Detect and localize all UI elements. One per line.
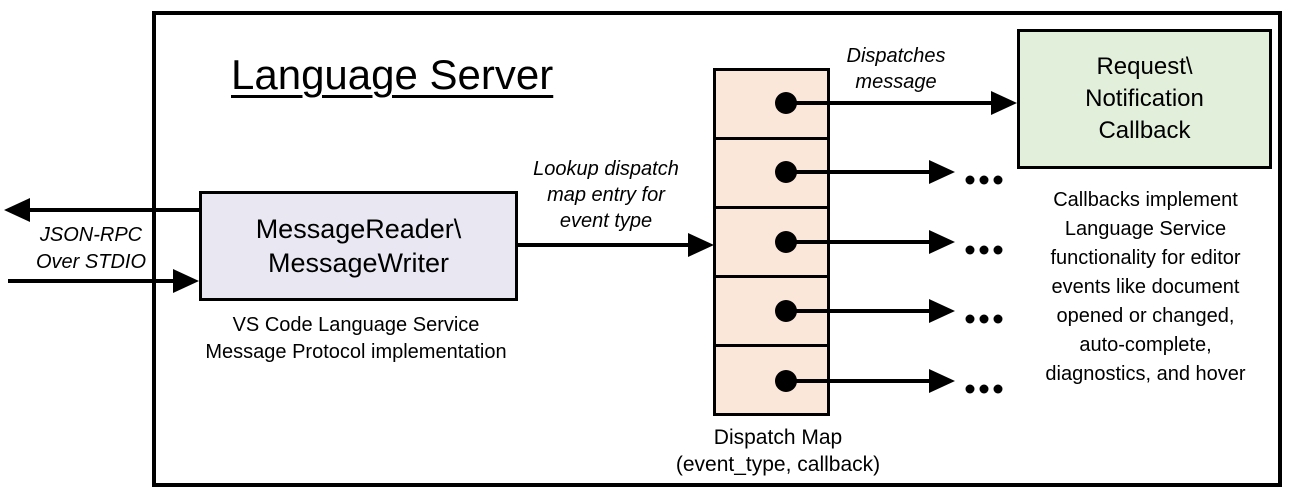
dispatches-message-label: Dispatches message (818, 43, 974, 95)
callback-box-line: Notification (1085, 85, 1204, 112)
note-line: Callbacks implement (1053, 189, 1238, 211)
dispatch-map-cell (716, 137, 827, 206)
dispatch-map-cell (716, 71, 827, 137)
dispatch-map-cell (716, 206, 827, 275)
note-line: opened or changed, (1056, 305, 1235, 327)
caption-line: Message Protocol implementation (205, 341, 507, 363)
message-reader-line: MessageReader\ (255, 214, 462, 244)
request-notification-callback-box: Request\ Notification Callback (1017, 29, 1272, 169)
label-line: event type (559, 210, 653, 232)
note-line: auto-complete, (1079, 334, 1212, 356)
arrow-stdio-out-head-icon (4, 198, 30, 222)
callback-box-line: Request\ (1096, 53, 1193, 80)
message-reader-caption: VS Code Language Service Message Protoco… (166, 312, 546, 366)
callback-box-line: Callback (1098, 117, 1191, 144)
label-line: Over STDIO (35, 251, 146, 273)
caption-line: VS Code Language Service (232, 314, 480, 336)
jsonrpc-stdio-label: JSON-RPC Over STDIO (15, 222, 167, 276)
label-line: Dispatches (846, 45, 946, 67)
caption-line: Dispatch Map (713, 426, 843, 449)
diagram-title: Language Server (231, 51, 554, 98)
dispatch-map-cell (716, 275, 827, 344)
callbacks-note: Callbacks implement Language Service fun… (1018, 186, 1273, 389)
language-server-boundary (152, 11, 1282, 487)
caption-line: (event_type, callback) (675, 453, 881, 476)
label-line: Lookup dispatch (533, 158, 679, 180)
label-line: JSON-RPC (39, 224, 143, 246)
note-line: functionality for editor (1050, 247, 1241, 269)
note-line: diagnostics, and hover (1045, 363, 1246, 385)
dispatch-map-caption: Dispatch Map (event_type, callback) (655, 424, 901, 478)
label-line: message (855, 71, 937, 93)
dispatch-map (713, 68, 830, 416)
message-writer-line: MessageWriter (267, 248, 450, 278)
label-line: map entry for (547, 184, 665, 206)
message-reader-writer-box: MessageReader\ MessageWriter (199, 191, 518, 301)
note-line: Language Service (1064, 218, 1227, 240)
dispatch-map-cell (716, 344, 827, 413)
lookup-dispatch-label: Lookup dispatch map entry for event type (518, 156, 694, 234)
note-line: events like document (1051, 276, 1240, 298)
